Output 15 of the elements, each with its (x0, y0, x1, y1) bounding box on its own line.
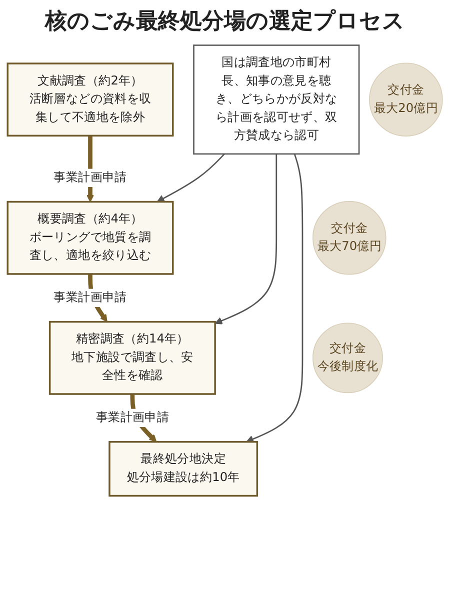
node-box: 国は調査地の市町村長、知事の意見を聴き、どちらかが反対なら計画を認可せず、双方賛成なら認可 (193, 44, 360, 155)
arrow (246, 154, 304, 443)
node-box: 最終処分地決定 処分場建設は約10年 (108, 440, 258, 497)
node-box: 精密調査（約14年） 地下施設で調査し、安全性を確認 (48, 320, 216, 395)
node-box: 概要調査（約4年） ボーリングで地質を調査し、適地を絞り込む (6, 200, 174, 275)
arrow (214, 154, 278, 324)
node-circle: 交付金 最大20億円 (369, 62, 443, 136)
diagram-title: 核のごみ最終処分場の選定プロセス (43, 8, 406, 36)
node-box: 文献調査（約2年） 活断層などの資料を収集して不適地を除外 (6, 62, 174, 137)
edge-label: 事業計画申請 (96, 410, 169, 424)
node-circle: 交付金 今後制度化 (312, 322, 383, 394)
edge-label: 事業計画申請 (54, 170, 127, 184)
edge-label: 事業計画申請 (54, 290, 127, 304)
node-circle: 交付金 最大70億円 (312, 201, 386, 275)
arrow (156, 153, 225, 202)
